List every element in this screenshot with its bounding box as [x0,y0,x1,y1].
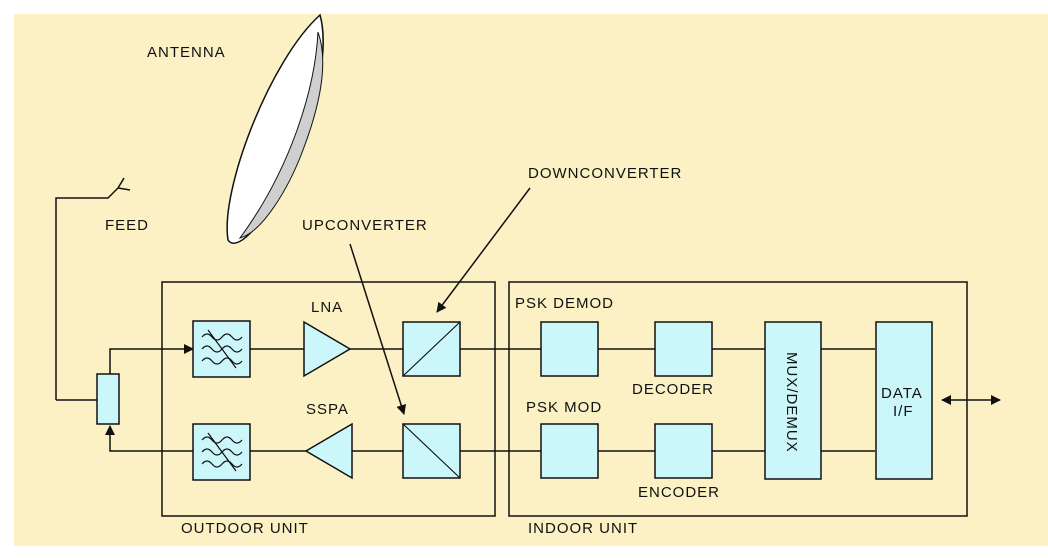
data-if-label-line1: DATA [881,385,923,402]
data-if-label-line2: I/F [893,403,914,420]
encoder-label: ENCODER [638,484,720,501]
outdoor-unit-frame [161,281,496,517]
sspa-amplifier [304,422,353,480]
upconverter-pointer-arrow [349,243,407,415]
antenna-dish [226,13,324,244]
mux-demux-label: MUX/DEMUX [783,352,800,453]
psk-demod-label: PSK DEMOD [515,295,614,312]
data-interface-block [875,321,933,480]
psk-modulator-block [540,423,599,479]
sspa-label: SSPA [306,401,349,418]
downconverter-label: DOWNCONVERTER [528,165,682,182]
decoder-block [654,321,713,377]
antenna-label: ANTENNA [147,44,226,61]
upconverter-label: UPCONVERTER [302,217,428,234]
psk-demodulator-block [540,321,599,377]
feed-horn [55,177,131,400]
psk-mod-label: PSK MOD [526,399,602,416]
rx-bandpass-filter [192,320,251,378]
upconverter-block [402,423,461,479]
downconverter-block [402,321,461,377]
mux-demux-block [764,321,822,480]
outdoor-unit-label: OUTDOOR UNIT [181,520,309,537]
indoor-unit-label: INDOOR UNIT [528,520,638,537]
decoder-label: DECODER [632,381,714,398]
rx-path-diplexer-to-filter [109,344,194,374]
tx-path-filter-to-diplexer [105,425,193,452]
tx-bandpass-filter [192,423,251,481]
feed-label: FEED [105,217,149,234]
diplexer-block [96,373,120,425]
encoder-block [654,423,713,479]
lna-amplifier [303,320,352,378]
downconverter-pointer-arrow [436,187,531,313]
lna-label: LNA [311,299,343,316]
